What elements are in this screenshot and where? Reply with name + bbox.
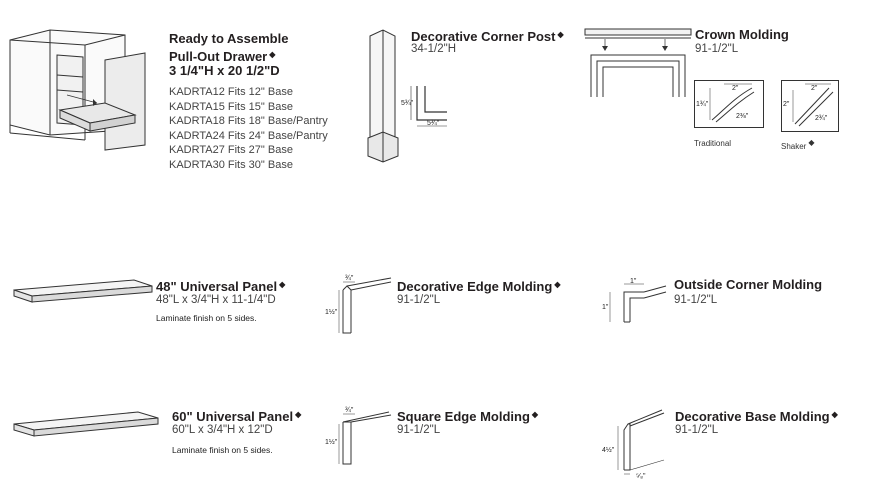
outside-corner-dim-height: 1"	[602, 304, 609, 311]
crown-traditional-profile: 2" 1¾" 2⅜"	[694, 80, 764, 128]
drawer-title-line1: Ready to Assemble	[169, 31, 289, 46]
square-edge-title-text: Square Edge Molding	[397, 409, 530, 424]
corner-post-title: Decorative Corner Post◆	[411, 27, 564, 45]
diamond-marker-icon: ◆	[554, 280, 561, 289]
square-edge-size: 91-1/2"L	[397, 424, 441, 436]
diamond-marker-icon: ◆	[808, 138, 815, 147]
corner-post-title-text: Decorative Corner Post	[411, 29, 556, 44]
corner-post-illustration: 5¾" 5¾"	[367, 29, 447, 163]
crown-shaker-dim-diag: 2¾"	[815, 115, 828, 122]
diamond-marker-icon: ◆	[531, 410, 539, 419]
crown-traditional-label: Traditional	[694, 139, 732, 148]
crown-traditional-dim-left: 1¾"	[696, 101, 709, 108]
base-molding-dim-height: 4½"	[602, 446, 615, 454]
base-molding-title-text: Decorative Base Molding	[675, 409, 830, 424]
edge-molding-illustration: ¾" 1½"	[325, 275, 392, 334]
outside-corner-size: 91-1/2"L	[674, 294, 718, 306]
crown-size: 91-1/2"L	[695, 43, 739, 55]
edge-molding-size: 91-1/2"L	[397, 294, 441, 306]
diamond-marker-icon: ◆	[279, 280, 286, 289]
panel-60-title: 60" Universal Panel◆	[172, 407, 301, 425]
panel-48-title-text: 48" Universal Panel	[156, 279, 278, 294]
edge-molding-dim-width: ¾"	[345, 275, 354, 282]
panel-48-illustration	[13, 279, 153, 303]
panel-60-note: Laminate finish on 5 sides.	[172, 445, 273, 455]
base-molding-illustration: 4½" ⁵⁄₈"	[602, 409, 665, 480]
crown-traditional-dim-diag: 2⅜"	[736, 113, 749, 120]
base-molding-size: 91-1/2"L	[675, 424, 719, 436]
crown-molding-illustration	[584, 28, 692, 97]
crown-title: Crown Molding	[695, 27, 789, 42]
list-item: KADRTA30 Fits 30" Base	[169, 158, 293, 171]
diamond-marker-icon: ◆	[557, 30, 564, 39]
crown-shaker-dim-top: 2"	[811, 85, 818, 92]
square-edge-illustration: ¾" 1½"	[325, 407, 392, 465]
crown-shaker-label: Shaker◆	[781, 138, 815, 151]
outside-corner-title: Outside Corner Molding	[674, 277, 823, 292]
edge-molding-title: Decorative Edge Molding◆	[397, 277, 560, 295]
diamond-marker-icon: ◆	[269, 50, 276, 59]
list-item: KADRTA18 Fits 18" Base/Pantry	[169, 115, 328, 127]
drawer-title-line2: Pull-Out Drawer◆	[169, 47, 275, 65]
panel-48-size: 48"L x 3/4"H x 11-1/4"D	[156, 294, 276, 306]
drawer-title-line3: 3 1/4"H x 20 1/2"D	[169, 63, 280, 78]
panel-48-note: Laminate finish on 5 sides.	[156, 313, 257, 323]
cabinet-drawer-illustration	[9, 29, 146, 151]
base-molding-title: Decorative Base Molding◆	[675, 407, 838, 425]
drawer-title-line2-text: Pull-Out Drawer	[169, 49, 268, 64]
crown-shaker-profile: 2" 2" 2¾"	[781, 80, 839, 132]
list-item: KADRTA12 Fits 12" Base	[169, 86, 293, 98]
drawer-model-list: KADRTA12 Fits 12" Base KADRTA15 Fits 15"…	[169, 85, 328, 172]
panel-60-size: 60"L x 3/4"H x 12"D	[172, 424, 273, 436]
diamond-marker-icon: ◆	[295, 410, 302, 419]
list-item: KADRTA27 Fits 27" Base	[169, 144, 293, 156]
panel-48-title: 48" Universal Panel◆	[156, 277, 285, 295]
corner-post-dim-height: 5¾"	[401, 100, 414, 107]
crown-shaker-dim-left: 2"	[783, 101, 790, 108]
square-edge-title: Square Edge Molding◆	[397, 407, 538, 425]
outside-corner-dim-width: 1"	[630, 278, 637, 285]
edge-molding-dim-height: 1½"	[325, 308, 338, 316]
base-molding-dim-depth: ⁵⁄₈"	[636, 473, 646, 480]
edge-molding-title-text: Decorative Edge Molding	[397, 279, 553, 294]
corner-post-dim-width: 5¾"	[427, 120, 440, 127]
crown-shaker-label-text: Shaker	[781, 142, 807, 151]
diamond-marker-icon: ◆	[831, 410, 838, 419]
square-edge-dim-width: ¾"	[345, 407, 354, 414]
list-item: KADRTA24 Fits 24" Base/Pantry	[169, 129, 328, 142]
corner-post-size: 34-1/2"H	[411, 43, 456, 55]
crown-traditional-dim-top: 2"	[732, 85, 739, 92]
panel-60-title-text: 60" Universal Panel	[172, 409, 294, 424]
panel-60-illustration	[13, 411, 159, 437]
list-item: KADRTA15 Fits 15" Base	[169, 100, 293, 113]
outside-corner-illustration: 1" 1"	[602, 278, 667, 323]
square-edge-dim-height: 1½"	[325, 438, 338, 446]
